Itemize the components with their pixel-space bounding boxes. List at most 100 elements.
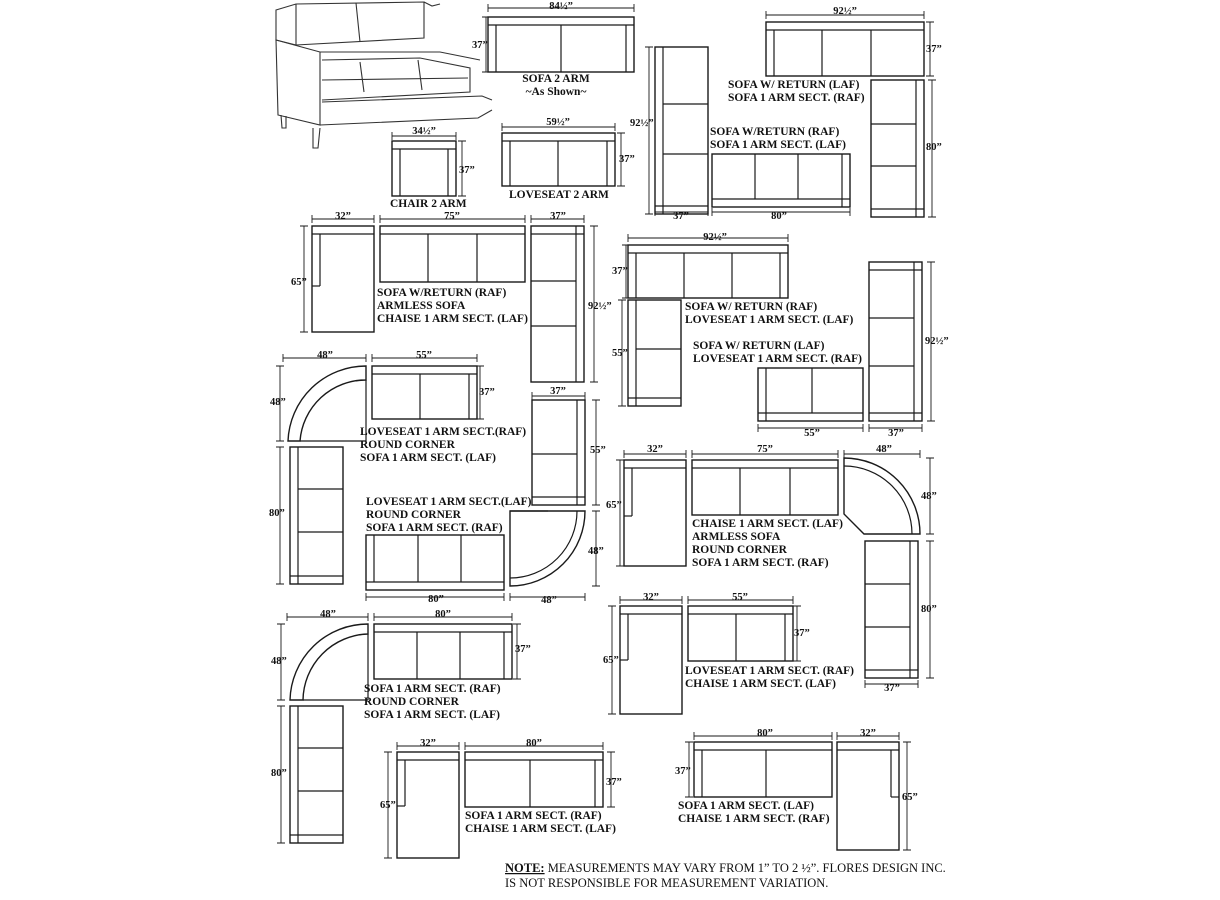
config-label: ARMLESS SOFA <box>377 300 466 312</box>
config-label: CHAISE 1 ARM SECT. (RAF) <box>678 813 830 825</box>
note-label: NOTE: <box>505 861 545 875</box>
dim-label: 80” <box>757 728 773 739</box>
config-loveseat-raf-corner-sofa-laf: 48” 55” 37” 48” 80” LOVESEAT 1 ARM SECT.… <box>269 350 526 585</box>
dim-label: 37” <box>884 683 900 694</box>
dim-label: 92½” <box>630 118 654 129</box>
config-label: ~As Shown~ <box>526 86 587 98</box>
dim-label: 37” <box>479 387 495 398</box>
config-label: CHAIR 2 ARM <box>390 198 467 210</box>
config-label: CHAISE 1 ARM SECT. (LAF) <box>685 678 836 690</box>
dim-label: 65” <box>606 500 622 511</box>
config-label: SOFA 1 ARM SECT. (RAF) <box>728 92 865 104</box>
dim-label: 48” <box>541 595 557 606</box>
config-label: SOFA 1 ARM SECT. (LAF) <box>710 139 846 151</box>
dim-label: 80” <box>526 738 542 749</box>
dim-label: 80” <box>921 604 937 615</box>
config-label: SOFA W/RETURN (RAF) <box>710 126 839 138</box>
config-label: SOFA 1 ARM SECT. (RAF) <box>692 557 829 569</box>
dim-label: 37” <box>515 644 531 655</box>
config-chair-2-arm: 34½” 37” CHAIR 2 ARM <box>390 126 475 210</box>
dim-label: 80” <box>271 768 287 779</box>
config-sofa-return-raf-chaise: 32” 75” 37” 65” 92½” SOFA W/RETURN (RAF)… <box>291 211 612 383</box>
config-sofa-return-laf: 92½” 37” 80” SOFA W/ RETURN (LAF) SOFA 1… <box>728 6 942 218</box>
dim-label: 37” <box>606 777 622 788</box>
config-label: SOFA 2 ARM <box>522 73 590 85</box>
config-label: LOVESEAT 1 ARM SECT.(LAF) <box>366 496 532 508</box>
dim-label: 37” <box>612 266 628 277</box>
dim-label: 59½” <box>546 117 570 128</box>
dim-label: 92½” <box>925 336 949 347</box>
config-label: ROUND CORNER <box>360 439 456 451</box>
config-chaise-armless-corner-sofa: 32” 75” 48” 65” 48” 80” 37” CHAISE 1 ARM… <box>606 444 937 694</box>
dim-label: 65” <box>380 800 396 811</box>
dim-label: 37” <box>550 211 566 222</box>
dim-label: 32” <box>420 738 436 749</box>
dim-label: 37” <box>794 628 810 639</box>
dim-label: 92½” <box>833 6 857 17</box>
dim-label: 65” <box>603 655 619 666</box>
dim-label: 37” <box>472 40 488 51</box>
dim-label: 55” <box>612 348 628 359</box>
dim-label: 32” <box>647 444 663 455</box>
config-label: LOVESEAT 1 ARM SECT. (RAF) <box>685 665 854 677</box>
config-loveseat-raf-chaise-laf: 32” 55” 65” 37” LOVESEAT 1 ARM SECT. (RA… <box>603 592 854 715</box>
config-label: ARMLESS SOFA <box>692 531 781 543</box>
dim-label: 80” <box>269 508 285 519</box>
config-sofa-raf-corner-sofa-laf: 48” 80” 48” 37” 80” SOFA 1 ARM SECT. (RA… <box>271 609 531 844</box>
config-label: SOFA W/RETURN (RAF) <box>377 287 506 299</box>
dim-label: 37” <box>888 428 904 439</box>
config-label: LOVESEAT 1 ARM SECT.(RAF) <box>360 426 526 438</box>
config-label: SOFA W/ RETURN (LAF) <box>728 79 860 91</box>
config-label: ROUND CORNER <box>692 544 788 556</box>
config-label: CHAISE 1 ARM SECT. (LAF) <box>465 823 616 835</box>
config-label: ROUND CORNER <box>366 509 462 521</box>
dim-label: 80” <box>771 211 787 222</box>
dim-label: 34½” <box>412 126 436 137</box>
config-sofa-2-arm: 84½” 37” SOFA 2 ARM ~As Shown~ <box>472 1 635 98</box>
dim-label: 37” <box>459 165 475 176</box>
config-sofa-return-laf-loveseat: 92½” 55” 37” SOFA W/ RETURN (LAF) LOVESE… <box>693 261 949 439</box>
dim-label: 84½” <box>549 1 573 12</box>
dim-label: 48” <box>317 350 333 361</box>
note-text: MEASUREMENTS MAY VARY FROM 1” TO 2 ½”. F… <box>545 861 946 875</box>
dim-label: 80” <box>926 142 942 153</box>
dim-label: 92½” <box>588 301 612 312</box>
dim-label: 37” <box>675 766 691 777</box>
config-label: CHAISE 1 ARM SECT. (LAF) <box>692 518 843 530</box>
config-label: SOFA W/ RETURN (RAF) <box>685 301 817 313</box>
config-label: SOFA 1 ARM SECT. (RAF) <box>364 683 501 695</box>
dim-label: 37” <box>550 386 566 397</box>
config-label: SOFA 1 ARM SECT. (LAF) <box>360 452 496 464</box>
config-label: ROUND CORNER <box>364 696 460 708</box>
config-loveseat-2-arm: 59½” 37” LOVESEAT 2 ARM <box>501 117 635 201</box>
dim-label: 55” <box>804 428 820 439</box>
config-label: SOFA W/ RETURN (LAF) <box>693 340 825 352</box>
config-label: LOVESEAT 1 ARM SECT. (LAF) <box>685 314 854 326</box>
dim-label: 37” <box>926 44 942 55</box>
dim-label: 55” <box>732 592 748 603</box>
dim-label: 65” <box>291 277 307 288</box>
dim-label: 80” <box>428 594 444 605</box>
config-sofa-return-raf: 92½” 37” 80” SOFA W/RETURN (RAF) SOFA 1 … <box>630 46 851 222</box>
disclaimer-note: NOTE: MEASUREMENTS MAY VARY FROM 1” TO 2… <box>505 861 946 890</box>
dim-label: 75” <box>444 211 460 222</box>
config-label: SOFA 1 ARM SECT. (LAF) <box>678 800 814 812</box>
config-label: CHAISE 1 ARM SECT. (LAF) <box>377 313 528 325</box>
dim-label: 55” <box>590 445 606 456</box>
config-label: LOVESEAT 2 ARM <box>509 189 609 201</box>
dim-label: 48” <box>320 609 336 620</box>
dim-label: 92½” <box>703 232 727 243</box>
config-sofa-raf-chaise-laf: 32” 80” 37” 65” SOFA 1 ARM SECT. (RAF) C… <box>380 738 622 859</box>
dim-label: 48” <box>271 656 287 667</box>
note-line-2: IS NOT RESPONSIBLE FOR MEASUREMENT VARIA… <box>505 876 828 890</box>
config-loveseat-laf-corner-sofa-raf: 37” 55” 48” 80” 48” LOVESEAT 1 ARM SECT.… <box>365 386 606 606</box>
dim-label: 37” <box>673 211 689 222</box>
config-sofa-return-raf-loveseat: 92½” 37” 55” SOFA W/ RETURN (RAF) LOVESE… <box>612 232 854 407</box>
dim-label: 48” <box>588 546 604 557</box>
dim-label: 48” <box>876 444 892 455</box>
dim-label: 37” <box>619 154 635 165</box>
dim-label: 65” <box>902 792 918 803</box>
dim-label: 48” <box>921 491 937 502</box>
dim-label: 48” <box>270 397 286 408</box>
